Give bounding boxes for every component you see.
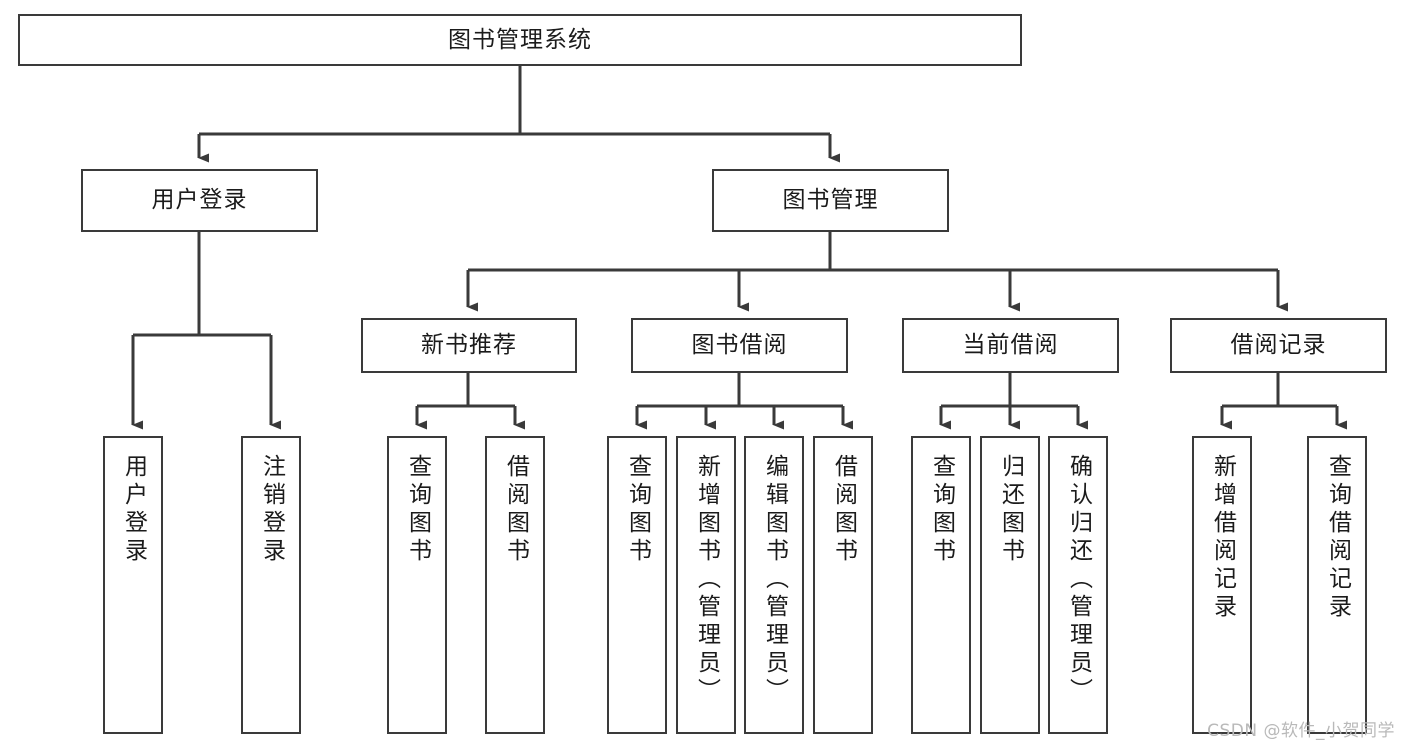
node-new-book-rec-label: 新书推荐 — [421, 332, 517, 359]
node-leaf-query-record[interactable]: 查询借阅记录 — [1307, 436, 1367, 734]
node-leaf-logout[interactable]: 注销登录 — [241, 436, 301, 734]
node-leaf-borrow-book-2-label: 借阅图书 — [830, 454, 857, 566]
node-leaf-return-book[interactable]: 归还图书 — [980, 436, 1040, 734]
node-leaf-query-record-label: 查询借阅记录 — [1324, 454, 1351, 622]
node-book-manage[interactable]: 图书管理 — [712, 169, 949, 232]
node-leaf-user-login[interactable]: 用户登录 — [103, 436, 163, 734]
node-leaf-borrow-book-1[interactable]: 借阅图书 — [485, 436, 545, 734]
node-borrow-record[interactable]: 借阅记录 — [1170, 318, 1387, 373]
node-leaf-add-record[interactable]: 新增借阅记录 — [1192, 436, 1252, 734]
node-leaf-add-book-label: 新增图书（管理员） — [693, 454, 720, 706]
node-leaf-add-record-label: 新增借阅记录 — [1209, 454, 1236, 622]
node-leaf-query-book-2[interactable]: 查询图书 — [607, 436, 667, 734]
node-root-label: 图书管理系统 — [448, 26, 592, 53]
node-leaf-confirm-return-label: 确认归还（管理员） — [1065, 454, 1092, 706]
node-leaf-query-book-1-label: 查询图书 — [404, 454, 431, 566]
node-root[interactable]: 图书管理系统 — [18, 14, 1022, 66]
node-new-book-rec[interactable]: 新书推荐 — [361, 318, 577, 373]
node-leaf-confirm-return[interactable]: 确认归还（管理员） — [1048, 436, 1108, 734]
node-leaf-query-book-3-label: 查询图书 — [928, 454, 955, 566]
node-borrow-record-label: 借阅记录 — [1230, 332, 1327, 359]
node-book-borrow[interactable]: 图书借阅 — [631, 318, 848, 373]
node-current-borrow[interactable]: 当前借阅 — [902, 318, 1119, 373]
node-leaf-query-book-2-label: 查询图书 — [624, 454, 651, 566]
node-leaf-query-book-3[interactable]: 查询图书 — [911, 436, 971, 734]
node-leaf-return-book-label: 归还图书 — [997, 454, 1024, 566]
node-leaf-query-book-1[interactable]: 查询图书 — [387, 436, 447, 734]
node-leaf-borrow-book-1-label: 借阅图书 — [502, 454, 529, 566]
node-current-borrow-label: 当前借阅 — [962, 332, 1059, 359]
node-leaf-logout-label: 注销登录 — [258, 454, 285, 566]
node-leaf-add-book[interactable]: 新增图书（管理员） — [676, 436, 736, 734]
node-leaf-borrow-book-2[interactable]: 借阅图书 — [813, 436, 873, 734]
node-leaf-edit-book-label: 编辑图书（管理员） — [761, 454, 788, 706]
node-book-manage-label: 图书管理 — [782, 187, 879, 214]
node-leaf-edit-book[interactable]: 编辑图书（管理员） — [744, 436, 804, 734]
node-book-borrow-label: 图书借阅 — [691, 332, 788, 359]
node-leaf-user-login-label: 用户登录 — [120, 454, 147, 566]
node-user-login[interactable]: 用户登录 — [81, 169, 318, 232]
node-user-login-label: 用户登录 — [151, 187, 248, 214]
